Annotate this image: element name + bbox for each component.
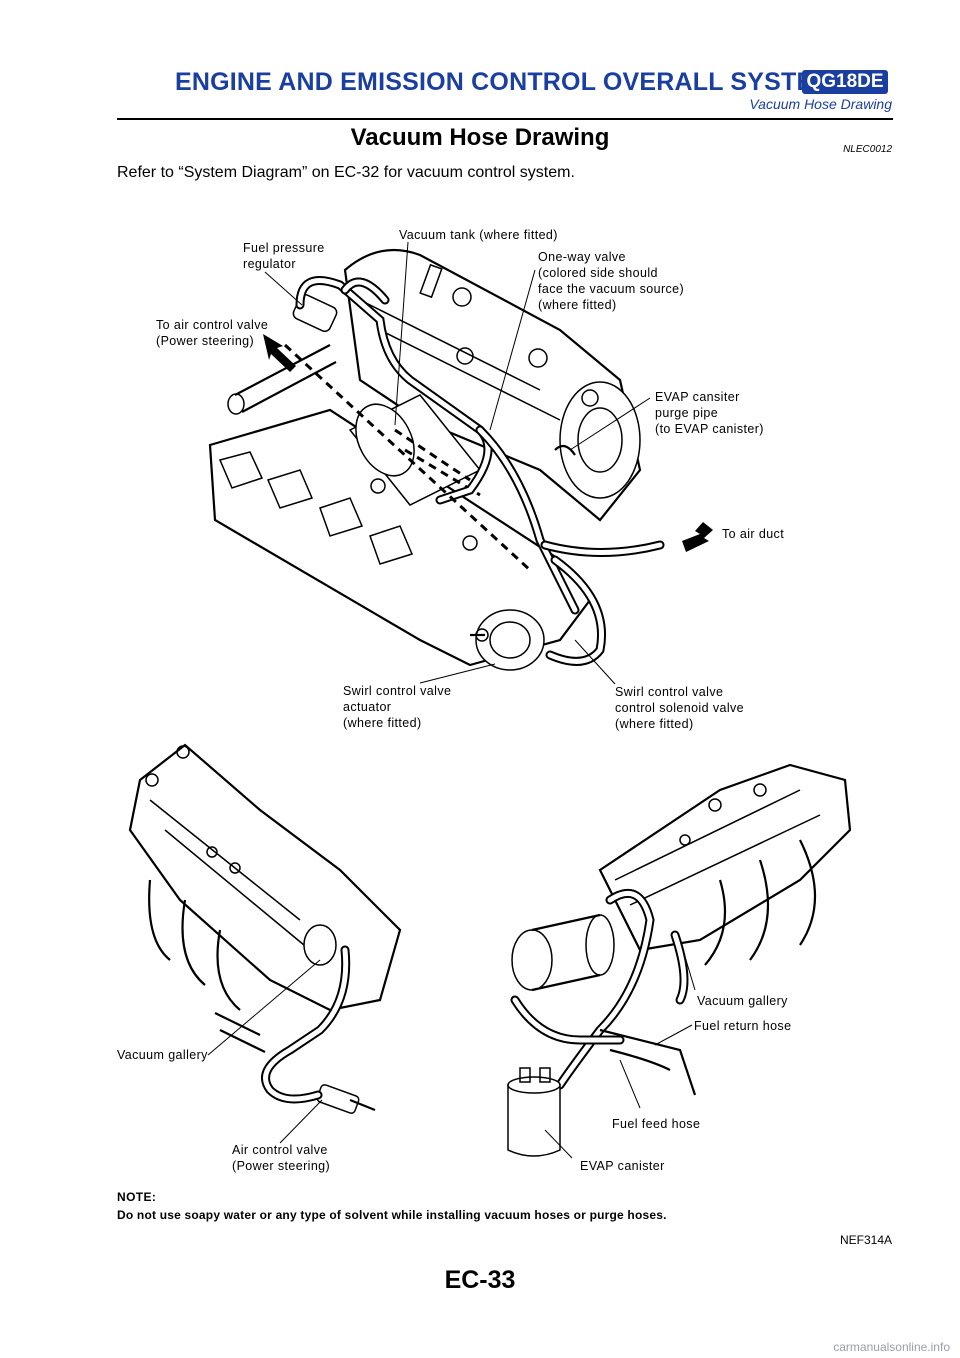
section-title: Vacuum Hose Drawing [350,124,610,151]
header-subtitle: Vacuum Hose Drawing [749,96,892,112]
header-divider [117,118,893,120]
top-leader-lines [264,241,651,685]
page-number: EC-33 [444,1266,516,1294]
note-text: Do not use soapy water or any type of so… [117,1208,667,1222]
label-fuel-feed-hose: Fuel feed hose [612,1117,701,1131]
label-vacuum-tank: Vacuum tank (where fitted) [399,228,558,242]
watermark: carmanualsonline.info [833,1340,950,1354]
intro-text: Refer to “System Diagram” on EC-32 for v… [117,164,575,181]
label-vacuum-gallery-right: Vacuum gallery [697,994,788,1008]
label-to-air-duct: To air duct [722,527,785,541]
label-swirl-solenoid: Swirl control valve control solenoid val… [615,685,745,731]
label-evap-canister: EVAP canister [580,1159,665,1173]
top-engine-drawing [208,248,713,671]
figure-id: NEF314A [839,1233,892,1247]
label-to-air-control-valve: To air control valve (Power steering) [156,318,269,348]
label-evap-purge-pipe: EVAP cansiter purge pipe (to EVAP canist… [655,390,764,436]
label-vacuum-gallery-left: Vacuum gallery [117,1048,208,1062]
label-one-way-valve: One-way valve (colored side should face … [538,250,685,312]
bottom-right-engine-drawing [507,763,852,1159]
label-fuel-return-hose: Fuel return hose [694,1019,792,1033]
label-swirl-actuator: Swirl control valve actuator (where fitt… [343,684,452,730]
header-title: ENGINE AND EMISSION CONTROL OVERALL SYST… [175,68,835,96]
label-fuel-pressure-regulator: Fuel pressure regulator [243,241,325,271]
label-air-control-valve: Air control valve (Power steering) [232,1143,331,1173]
bottom-left-engine-drawing [128,743,402,1144]
section-code: NLEC0012 [843,144,892,155]
engine-code-badge: QG18DE [802,70,888,94]
note-heading: NOTE: [117,1190,157,1204]
